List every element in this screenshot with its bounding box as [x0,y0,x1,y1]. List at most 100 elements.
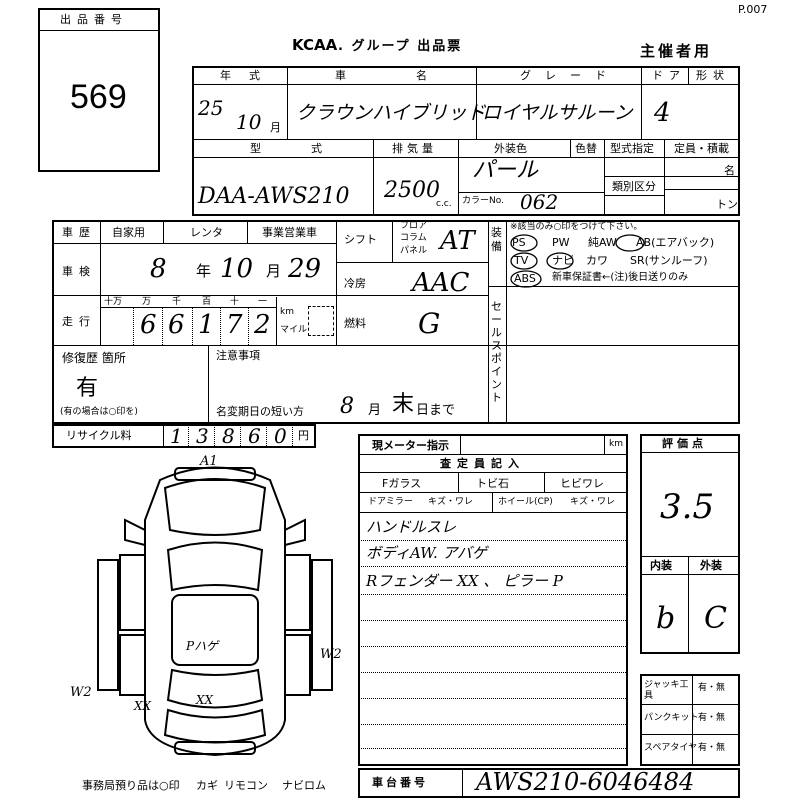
mileage-label: 走行 [62,315,96,328]
note-line-2: ボディAW. アバゲ [366,544,487,562]
grade-value: ロイヤルサルーン [482,102,633,124]
diagram-mark-left: W2 [70,685,92,700]
mileage-unit-mile: マイル [280,325,308,335]
mileage-unit-km: km [280,307,294,317]
details-table [52,220,740,424]
organizer-label: 主催者用 [640,42,713,60]
equipment-ps: PS [512,236,526,249]
equipment-abs: ABS [514,272,536,285]
recycle-digit-5: 0 [274,424,287,448]
rating-score: 3.5 [660,487,715,527]
accessory-spare-value: 有・無 [698,743,726,753]
rating-box [640,434,740,654]
lot-box: 出品番号 569 [38,8,160,172]
equipment-aw: 純AW [588,236,617,249]
mileage-place-1: 一 [258,297,268,307]
recycle-unit: 円 [298,429,309,442]
interior-label: 内装 [650,559,672,572]
exterior-label-rating: 外装 [700,559,722,572]
displacement-value: 2500 [384,178,440,203]
repair-label: 修復歴 箇所 [62,351,126,365]
equipment-leather: カワ [586,254,608,267]
notes-month: 8 [340,394,354,419]
car-windshield [166,541,264,592]
model-designation-label: 型式指定 [610,142,654,155]
accessory-jack-value: 有・無 [698,683,726,693]
fuel-value: G [418,307,441,340]
circle-tv [510,252,538,270]
diagram-mark-front: A1 [200,454,218,469]
inspection-label: 車検 [62,265,96,278]
equipment-navi: ナビ [552,254,574,267]
diagram-mark-rear-b: XX [196,693,214,707]
month-value: 10 [236,110,262,134]
inspection-year-unit: 年 [196,262,212,280]
circle-abs [510,270,542,288]
office-item-key: カギ [196,779,218,792]
model-label: 型式 [250,142,372,155]
left-mirror [124,518,146,546]
equipment-note: ※該当のみ○印をつけて下さい。 [510,222,643,232]
mileage-place-100k: 十万 [104,297,123,307]
wheel-options: キズ・ワレ [570,497,616,507]
accessory-spare-label: スペアタイヤ [644,743,698,753]
color-change-label: 色替 [575,142,597,155]
equipment-circles [510,234,645,288]
notes-month-unit: 月 [368,403,382,418]
mile-checkbox[interactable] [308,306,334,336]
crack-label: ヒビワレ [560,477,604,490]
year-label: 年式 [220,69,278,82]
load-unit: トン [716,198,738,211]
recycle-digit-2: 3 [196,424,209,448]
mileage-digit-5: 2 [254,310,271,340]
car-label: 車名 [335,69,497,82]
mileage-place-100: 百 [202,297,212,307]
notes-day: 末 [392,392,415,417]
color-no-label: カラーNo. [462,196,504,206]
right-door-rear [284,634,311,696]
rear-bumper [174,741,256,755]
inspection-day: 29 [288,254,322,284]
equipment-ab: AB(エアバック) [636,236,715,249]
header-title: . グループ 出品票 [338,39,463,54]
exterior-color-value: パール [472,158,539,183]
mileage-place-10k: 万 [142,297,152,307]
interior-value: b [656,601,676,636]
right-panel-outer [311,559,333,691]
equipment-warranty: 新車保証書←(注)後日送りのみ [552,272,689,283]
lot-number: 569 [70,78,127,116]
recycle-digit-4: 6 [248,424,261,448]
color-no-value: 062 [520,190,559,214]
shift-panel: パネル [400,246,428,256]
ac-value: AAC [412,268,470,298]
office-items-label: 事務局預り品は○印 [82,779,180,792]
shift-value: AT [440,226,475,256]
glass-label: Fガラス [382,477,422,490]
usage-label: 車歴 [62,226,96,239]
displacement-label: 排気量 [392,142,437,155]
mileage-digit-1: 6 [140,310,157,340]
exterior-label: 外装色 [494,142,527,155]
notes-label: 注意事項 [216,349,260,362]
meter-label: 現メーター指示 [372,439,449,452]
usage-business: 事業営業車 [262,226,317,239]
chassis-label: 車台番号 [372,776,428,789]
office-item-remote: リモコン [224,779,268,792]
exterior-value: C [704,601,727,636]
equipment-sr: SR(サンルーフ) [630,254,708,267]
diagram-mark-roof: Pハゲ [186,639,219,653]
note-line-3: Rフェンダー XX 、 ピラー P [366,572,563,590]
repair-value: 有 [76,376,99,401]
mileage-place-10: 十 [230,297,240,307]
fuel-label: 燃料 [344,317,366,330]
year-value: 25 [198,96,224,120]
chip-label: トビ石 [476,477,509,490]
mirror-options: キズ・ワレ [428,497,474,507]
recycle-digit-1: 1 [170,424,183,448]
mileage-digit-2: 6 [168,310,185,340]
accessories-box [640,674,740,766]
recycle-box [52,424,316,448]
left-panel-outer [97,559,119,691]
accessory-jack-label: ジャッキ工具 [644,680,689,701]
recycle-digit-3: 8 [222,424,235,448]
